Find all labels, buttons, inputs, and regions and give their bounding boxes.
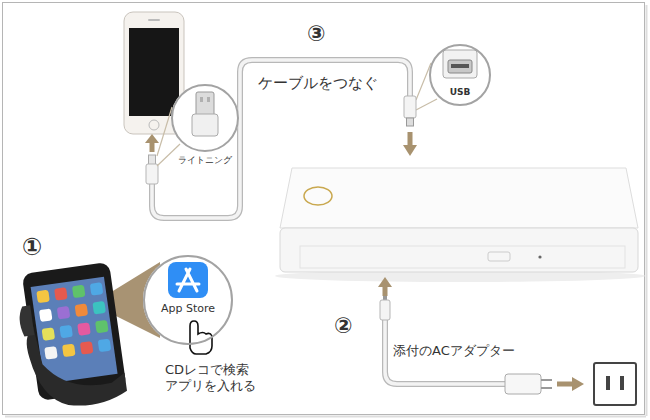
frame: [5, 416, 646, 418]
appstore-zoom: [177, 269, 199, 291]
iphone: [149, 120, 159, 130]
iphone: [129, 28, 179, 116]
hand-phone: [36, 290, 50, 304]
zoom-lines: [157, 63, 437, 166]
adapter-cable: [380, 300, 390, 320]
arrow-up: [145, 134, 159, 143]
arrow-up: [378, 277, 392, 287]
arrow-down: [403, 145, 417, 156]
hand-phone: [77, 322, 91, 336]
hand-phone: [95, 320, 109, 334]
hand-phone: [44, 346, 58, 360]
hand-phone: [57, 306, 71, 320]
lightning-zoom: [196, 92, 214, 116]
cd-drive: [538, 255, 541, 258]
cd-drive: [488, 252, 510, 261]
outlet: [594, 363, 636, 405]
node-text: ライトニング: [143, 155, 267, 165]
hand-phone: [72, 285, 86, 299]
usb-plug: [404, 96, 416, 118]
arrow-right: [572, 377, 584, 391]
frame: [3, 3, 645, 415]
lightning-zoom: [192, 114, 218, 136]
outlet: [606, 376, 610, 390]
outlet: [594, 363, 636, 405]
hand-phone: [90, 282, 104, 296]
hand-phone: [42, 327, 56, 341]
ac-adapter: [541, 387, 552, 389]
arrow-right: [557, 382, 573, 387]
callout-number: ①: [22, 232, 42, 262]
lightning-zoom: [207, 97, 210, 102]
usb-plug: [407, 118, 414, 126]
zoom-lines: [157, 144, 180, 166]
lightning-plug: [146, 164, 158, 184]
usb-zoom: [443, 50, 477, 78]
hand-phone: [80, 341, 94, 355]
usb-plug: [404, 96, 416, 126]
hand-phone: [54, 287, 68, 301]
note-label: ケーブルをつなぐ: [258, 74, 378, 93]
frame: [646, 5, 648, 416]
frame: [3, 3, 647, 417]
lightning-zoom: [200, 97, 203, 102]
zoom-circle: USB: [429, 44, 491, 106]
cd-drive: [300, 246, 625, 268]
hand-phone: [59, 325, 73, 339]
arrow-up: [378, 277, 392, 296]
arrow-down: [408, 132, 413, 146]
node-text: App Store: [115, 303, 261, 316]
lightning-zoom: [171, 84, 239, 152]
zoom-lines: [416, 99, 437, 110]
usb-zoom: [451, 64, 469, 68]
note-label: CDレコで検索 アプリを入れる: [165, 362, 264, 395]
lightning-plug: [146, 155, 158, 184]
ac-adapter: [505, 374, 541, 394]
arrow-right: [557, 377, 584, 391]
cd-drive: [304, 187, 332, 205]
appstore-zoom: [168, 262, 208, 298]
zoom-lines: [157, 107, 172, 156]
hand-phone: [36, 282, 111, 360]
hand-phone: [39, 308, 53, 322]
hand-phone: [92, 301, 106, 315]
cd-drive: [275, 168, 645, 282]
outlet: [620, 376, 624, 390]
node-text: USB: [401, 87, 519, 97]
hand-phone: [13, 262, 128, 413]
callout-number: ③: [307, 20, 326, 48]
arrow-up: [145, 134, 159, 152]
cd-drive: [280, 228, 638, 272]
usb-zoom: [448, 60, 472, 73]
arrow-down: [403, 132, 417, 156]
lightning-zoom: [171, 84, 239, 152]
appstore-zoom: [190, 321, 212, 354]
cd-drive: [280, 168, 638, 228]
hand-phone: [18, 305, 35, 336]
callout-number: ②: [334, 312, 353, 340]
ac-adapter: [541, 379, 552, 381]
zoom-circle: ライトニング: [171, 84, 239, 152]
hand-phone: [75, 303, 89, 317]
zoom-circle: App Store: [143, 255, 233, 345]
iphone: [148, 19, 160, 21]
hand-phone: [62, 344, 76, 358]
ac-adapter: [505, 374, 552, 394]
hand-phone: [98, 339, 112, 353]
note-label: 添付のACアダプター: [393, 343, 515, 359]
adapter-cable: [380, 296, 505, 384]
appstore-zoom: [143, 255, 233, 345]
hand-phone: [22, 262, 127, 401]
hand-phone: [24, 315, 128, 412]
